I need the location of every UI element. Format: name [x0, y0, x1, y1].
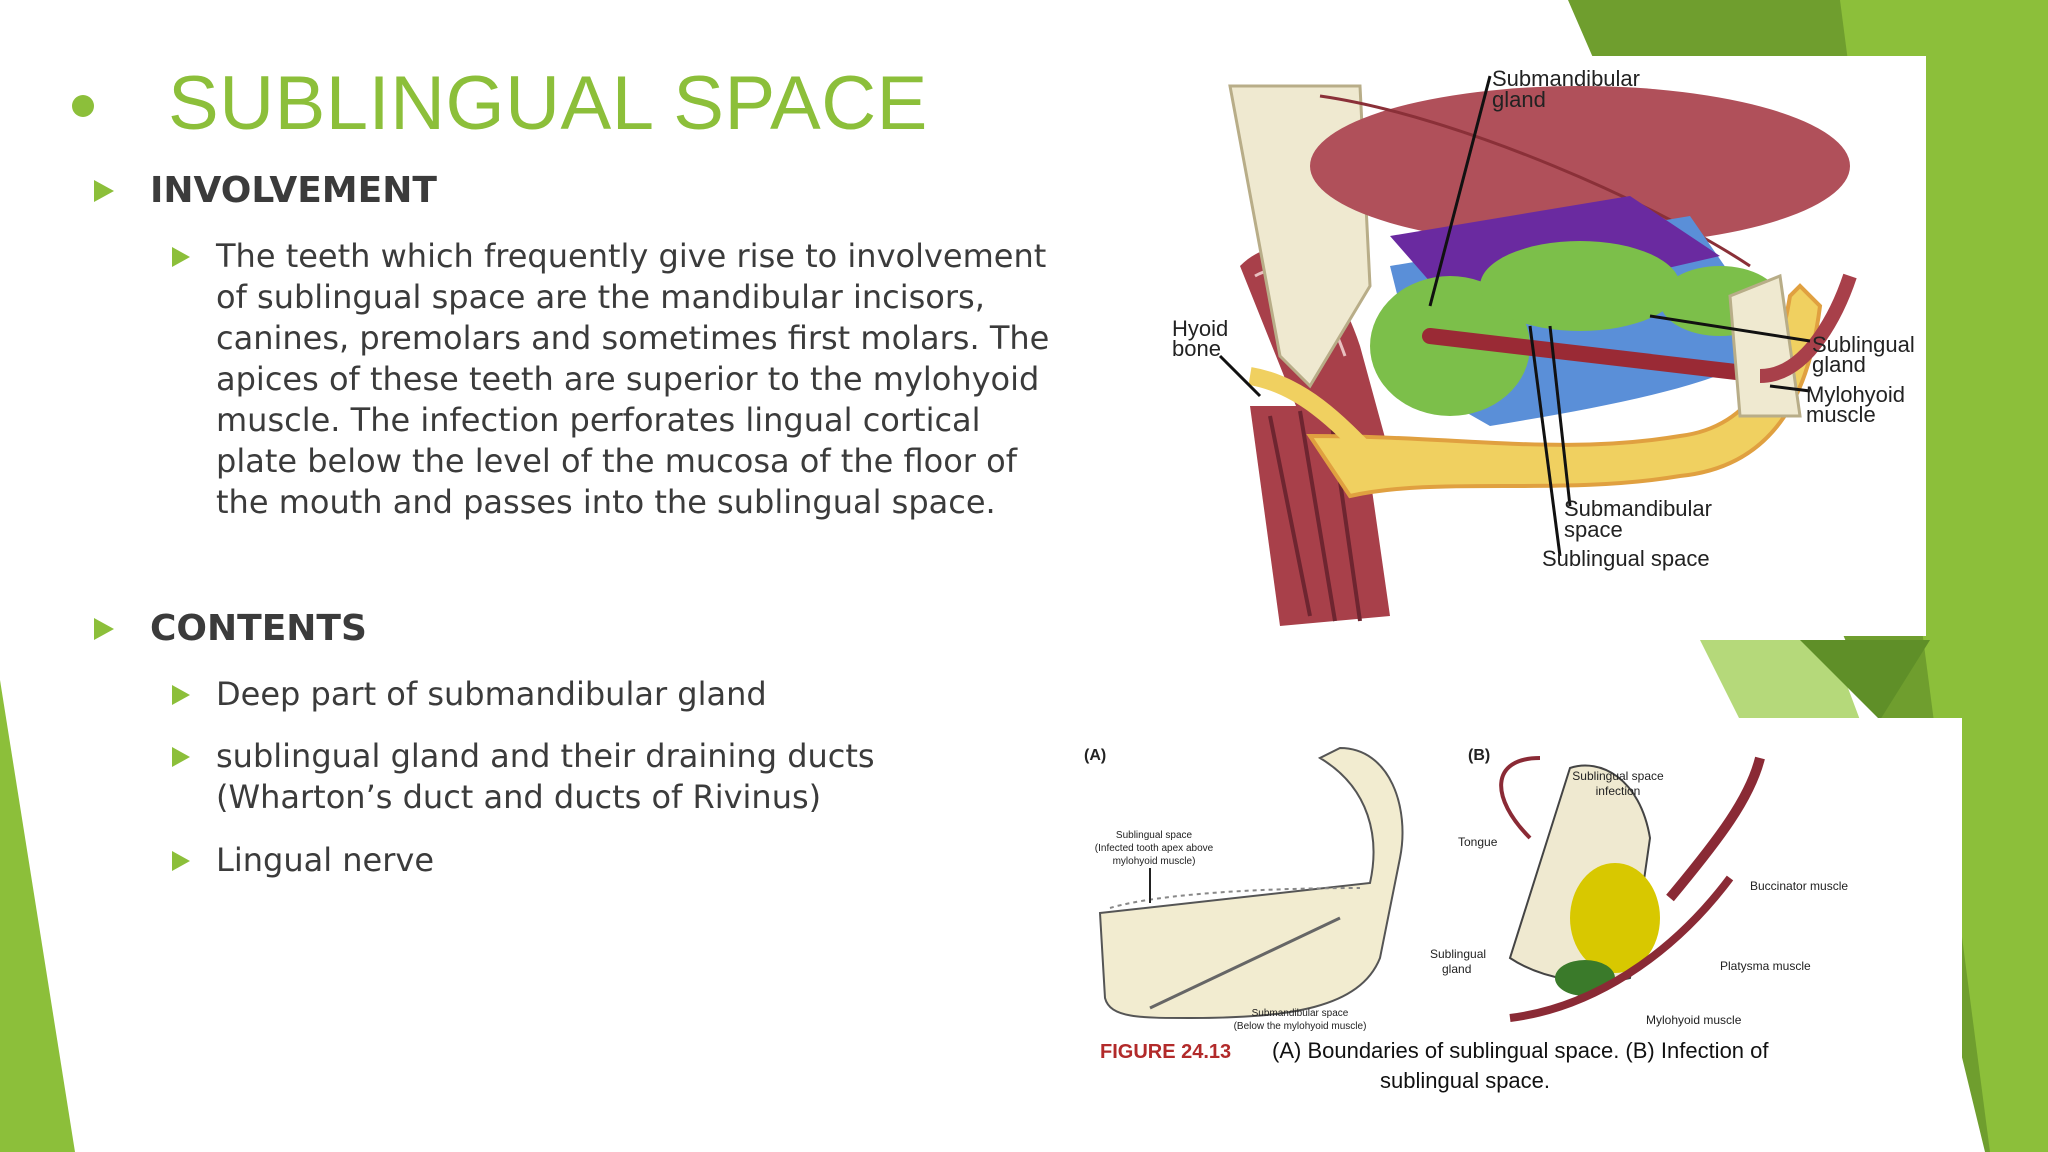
bullet-arrow-icon	[94, 617, 114, 640]
caption-line-1: (A) Boundaries of sublingual space. (B) …	[1272, 1038, 1769, 1063]
contents-item: sublingual gland and their draining duct…	[172, 736, 1032, 818]
title-row: SUBLINGUAL SPACE	[72, 48, 928, 158]
label-mylohyoid: Mylohyoid muscle	[1646, 1013, 1742, 1027]
involvement-text: The teeth which frequently give rise to …	[216, 237, 1050, 521]
contents-text: sublingual gland and their draining duct…	[216, 737, 875, 816]
bullet-arrow-icon	[172, 685, 190, 705]
caption-line-2: sublingual space.	[1380, 1068, 1550, 1093]
contents-text: Lingual nerve	[216, 841, 435, 879]
figure-24-13: (A) (B) Sublingual space(Infected tooth …	[1084, 746, 1848, 1093]
contents-item: Deep part of submandibular gland	[172, 674, 1032, 715]
panel-a-label: (A)	[1084, 747, 1106, 764]
label-tongue: Tongue	[1458, 835, 1498, 849]
contents-item: Lingual nerve	[172, 840, 1032, 881]
section-heading-involvement: INVOLVEMENT	[94, 170, 437, 211]
label-sublingual-space-a: Sublingual space(Infected tooth apex abo…	[1095, 830, 1214, 867]
panel-b-label: (B)	[1468, 747, 1490, 764]
bullet-arrow-icon	[172, 247, 190, 267]
label-platysma: Platysma muscle	[1720, 959, 1811, 973]
bullet-arrow-icon	[94, 179, 114, 202]
title-bullet	[72, 95, 94, 117]
label-sublingual-space: Sublingual space	[1542, 546, 1710, 571]
bullet-arrow-icon	[172, 851, 190, 871]
heading-text: INVOLVEMENT	[150, 170, 437, 211]
involvement-item: The teeth which frequently give rise to …	[172, 236, 1052, 523]
caption-figure-number: FIGURE 24.13	[1100, 1041, 1231, 1063]
heading-text: CONTENTS	[150, 608, 367, 649]
slide-title: SUBLINGUAL SPACE	[168, 60, 928, 146]
label-submandibular-space-a: Submandibular space(Below the mylohyoid …	[1234, 1008, 1367, 1032]
section-heading-contents: CONTENTS	[94, 608, 367, 649]
bullet-arrow-icon	[172, 747, 190, 767]
contents-text: Deep part of submandibular gland	[216, 675, 767, 713]
anatomy-figure-bottom: (A) (B) Sublingual space(Infected tooth …	[1070, 718, 1962, 1126]
label-buccinator: Buccinator muscle	[1750, 879, 1848, 893]
